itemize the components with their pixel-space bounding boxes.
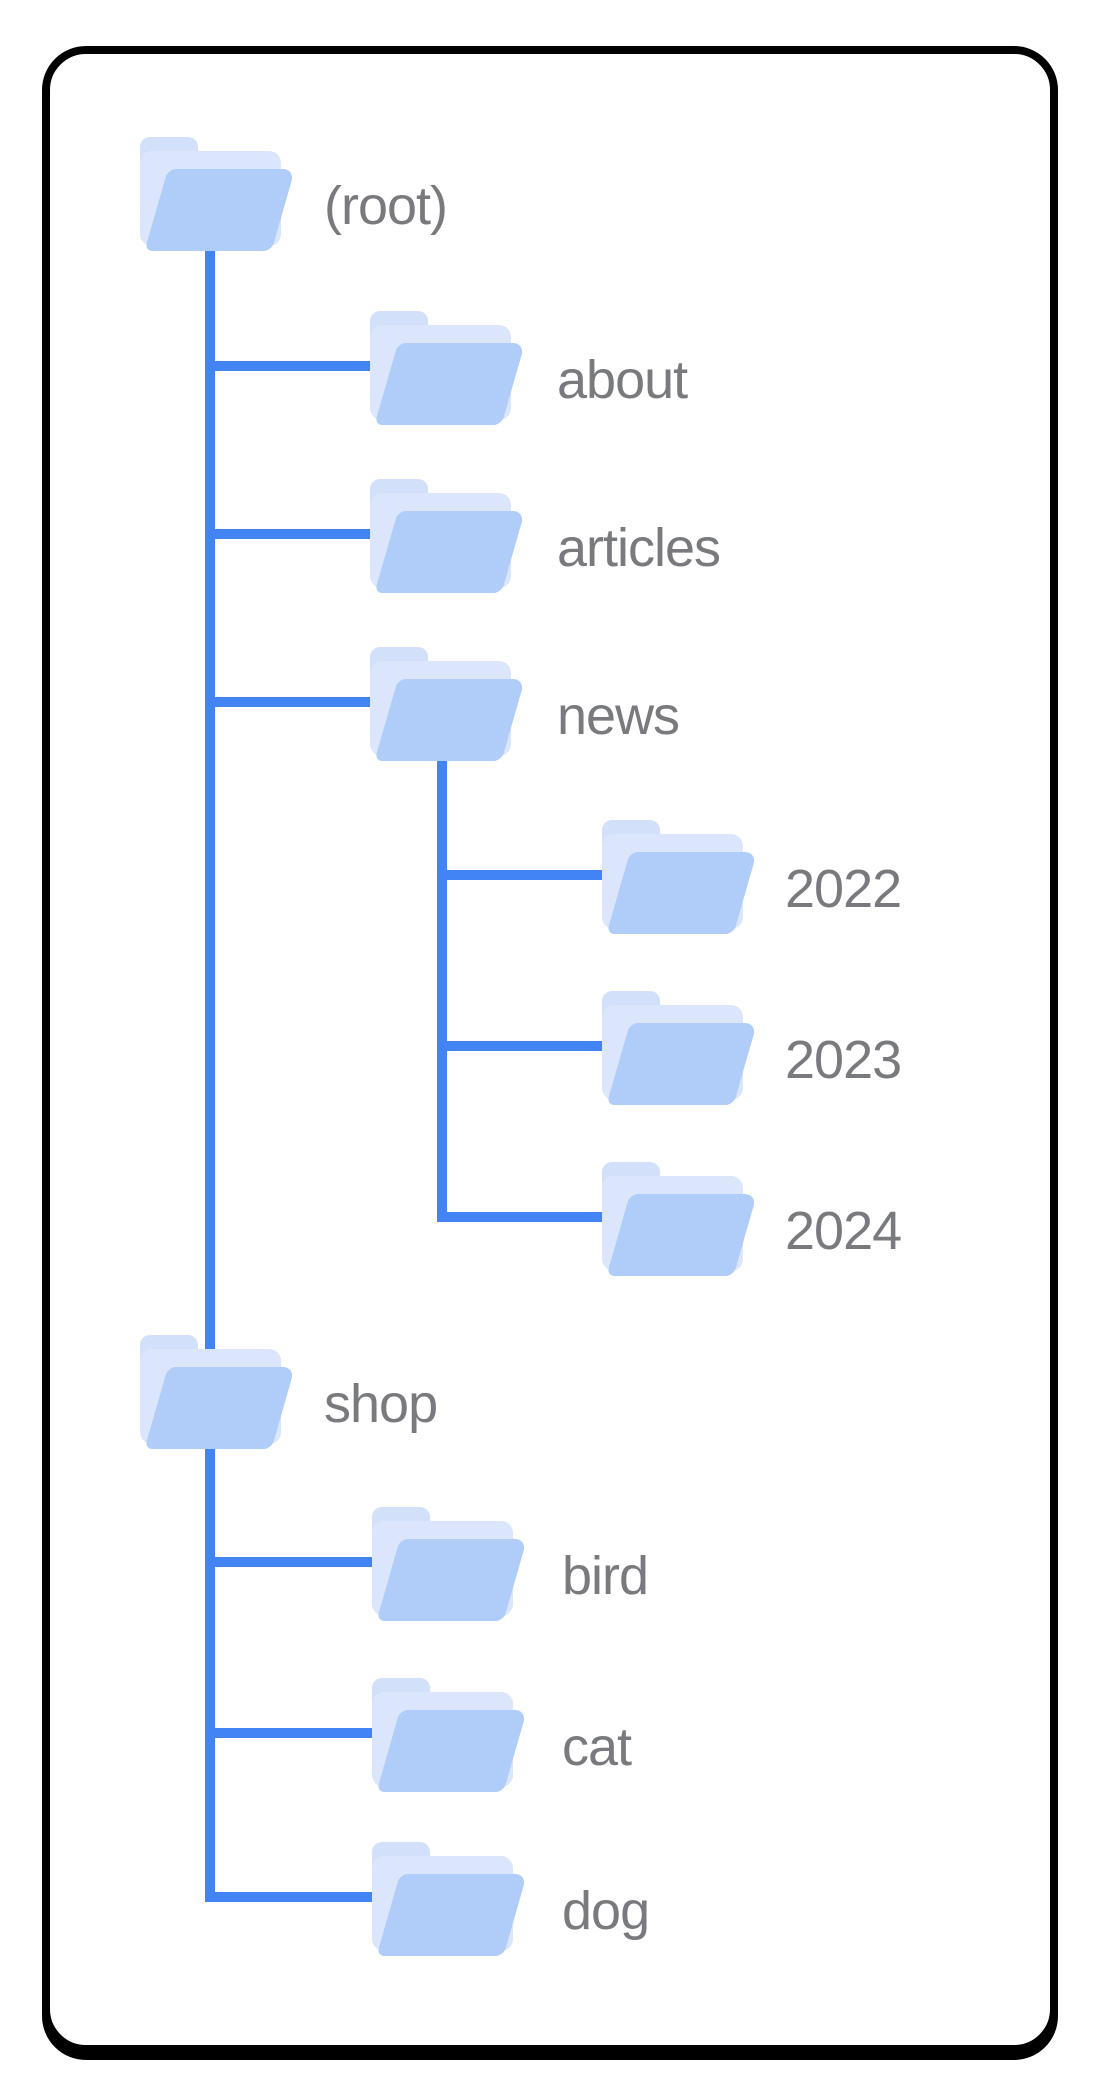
folder-front [606,852,757,934]
connector-root-news [205,697,440,707]
tree-node-root: (root) [140,137,700,251]
connector-root-articles [205,529,440,539]
tree-node-dog: dog [372,1842,932,1956]
folder-icon [140,1335,295,1449]
folder-icon [372,1842,527,1956]
folder-front [374,343,525,425]
connector-vertical-news [437,750,447,1222]
folder-icon [602,820,757,934]
connector-shop-cat [205,1728,440,1738]
folder-icon [370,311,525,425]
folder-label-2022: 2022 [785,859,902,919]
folder-front [376,1874,527,1956]
connector-shop-dog [205,1892,440,1902]
tree-node-bird: bird [372,1507,932,1621]
folder-icon [370,647,525,761]
folder-icon [602,1162,757,1276]
folder-label-cat: cat [562,1717,632,1777]
folder-icon [602,991,757,1105]
connector-news-2024 [437,1212,672,1222]
connector-news-2023 [437,1041,672,1051]
tree-node-shop: shop [140,1335,700,1449]
folder-label-about: about [557,350,688,410]
tree-node-2024: 2024 [602,1162,1100,1276]
folder-icon [370,479,525,593]
folder-label-2023: 2023 [785,1030,902,1090]
folder-label-2024: 2024 [785,1201,902,1261]
folder-front [144,169,295,251]
connector-root-about [205,361,440,371]
tree-node-news: news [370,647,930,761]
folder-label-articles: articles [557,518,721,578]
folder-label-dog: dog [562,1881,650,1941]
folder-icon [372,1678,527,1792]
folder-label-root: (root) [324,176,448,236]
connector-vertical-root [205,240,215,1902]
tree-node-articles: articles [370,479,930,593]
folder-front [606,1194,757,1276]
connector-news-2022 [437,870,672,880]
tree-node-2023: 2023 [602,991,1100,1105]
folder-front [374,679,525,761]
folder-icon [140,137,295,251]
folder-front [144,1367,295,1449]
folder-front [376,1710,527,1792]
tree-node-2022: 2022 [602,820,1100,934]
folder-front [606,1023,757,1105]
folder-front [376,1539,527,1621]
folder-label-shop: shop [324,1374,438,1434]
tree-node-about: about [370,311,930,425]
tree-node-cat: cat [372,1678,932,1792]
folder-icon [372,1507,527,1621]
folder-front [374,511,525,593]
folder-label-bird: bird [562,1546,649,1606]
folder-label-news: news [557,686,680,746]
connector-shop-bird [205,1557,440,1567]
